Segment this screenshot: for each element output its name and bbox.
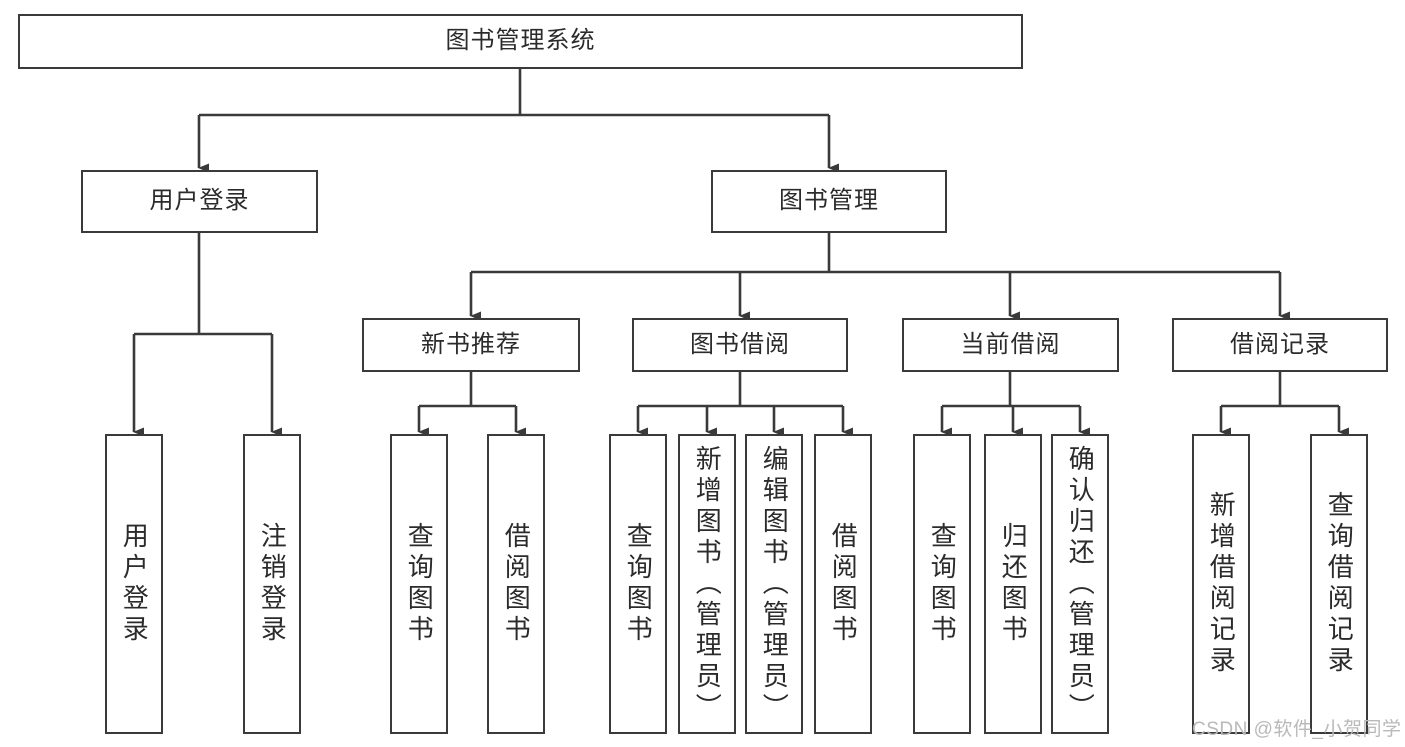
node-label-leaf-user-login: 用户登录: [119, 522, 150, 646]
node-label-leaf-borrow-book-bb: 借阅图书: [828, 522, 859, 646]
node-leaf-confirm-return[interactable]: 确认归还（管理员）: [1051, 434, 1109, 734]
node-label-leaf-borrow-book-nbr: 借阅图书: [501, 522, 532, 646]
node-label-leaf-return-book: 归还图书: [998, 522, 1029, 646]
node-label-leaf-query-book-bb: 查询图书: [623, 522, 654, 646]
node-label-leaf-add-book: 新增图书（管理员）: [692, 444, 723, 724]
node-label-leaf-logout: 注销登录: [257, 522, 288, 646]
node-user-login[interactable]: 用户登录: [81, 170, 318, 233]
node-book-borrow[interactable]: 图书借阅: [632, 318, 848, 372]
node-label-book-borrow: 图书借阅: [690, 330, 790, 358]
node-borrow-record[interactable]: 借阅记录: [1172, 318, 1388, 372]
node-label-leaf-query-book-cb: 查询图书: [927, 522, 958, 646]
node-root[interactable]: 图书管理系统: [18, 14, 1023, 69]
node-book-manage[interactable]: 图书管理: [711, 170, 947, 233]
node-label-leaf-edit-book: 编辑图书（管理员）: [759, 444, 790, 724]
node-label-leaf-confirm-return: 确认归还（管理员）: [1065, 444, 1096, 724]
node-leaf-query-book-nbr[interactable]: 查询图书: [390, 434, 448, 734]
csdn-watermark: CSDN @软件_小贺同学: [1192, 719, 1402, 740]
node-leaf-add-book[interactable]: 新增图书（管理员）: [678, 434, 736, 734]
node-label-root: 图书管理系统: [445, 27, 596, 55]
node-label-borrow-record: 借阅记录: [1230, 330, 1330, 358]
node-leaf-add-record[interactable]: 新增借阅记录: [1192, 434, 1250, 734]
node-leaf-borrow-book-nbr[interactable]: 借阅图书: [487, 434, 545, 734]
node-leaf-return-book[interactable]: 归还图书: [984, 434, 1042, 734]
node-new-book-recommend[interactable]: 新书推荐: [362, 318, 580, 372]
node-current-borrow[interactable]: 当前借阅: [902, 318, 1119, 372]
node-label-book-manage: 图书管理: [779, 187, 879, 215]
node-leaf-borrow-book-bb[interactable]: 借阅图书: [814, 434, 872, 734]
node-label-leaf-add-record: 新增借阅记录: [1206, 491, 1237, 677]
node-label-leaf-query-record: 查询借阅记录: [1324, 491, 1355, 677]
node-leaf-edit-book[interactable]: 编辑图书（管理员）: [745, 434, 803, 734]
node-label-leaf-query-book-nbr: 查询图书: [404, 522, 435, 646]
node-leaf-user-login[interactable]: 用户登录: [105, 434, 163, 734]
node-leaf-query-book-bb[interactable]: 查询图书: [609, 434, 667, 734]
node-leaf-query-record[interactable]: 查询借阅记录: [1310, 434, 1368, 734]
node-leaf-query-book-cb[interactable]: 查询图书: [913, 434, 971, 734]
node-label-new-book-recommend: 新书推荐: [421, 330, 521, 358]
node-label-user-login: 用户登录: [149, 187, 250, 215]
node-leaf-logout[interactable]: 注销登录: [243, 434, 301, 734]
node-label-current-borrow: 当前借阅: [960, 330, 1061, 358]
